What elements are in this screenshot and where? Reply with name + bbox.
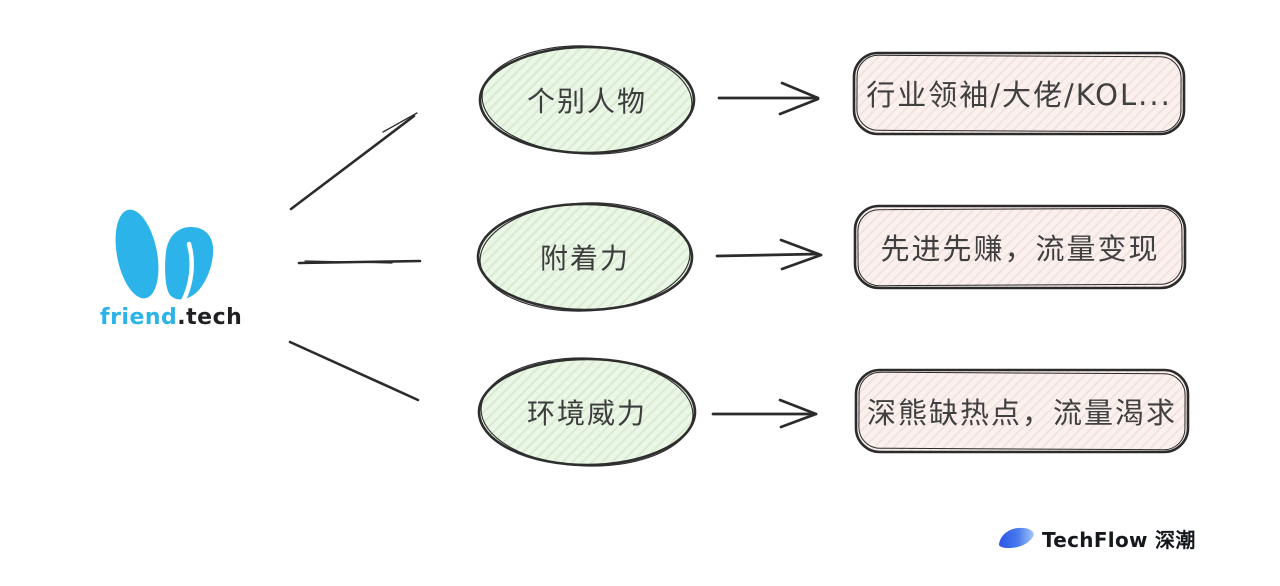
techflow-watermark: TechFlow 深潮: [1042, 527, 1196, 552]
branch-line-2-sketch: [304, 260, 393, 264]
leaf-icon: [999, 527, 1034, 548]
node-ellipse-2: [476, 202, 694, 312]
branch-line-3: [288, 340, 420, 402]
node-ellipse-3: [477, 357, 697, 467]
friendtech-wordmark-secondary: .tech: [177, 305, 243, 330]
bunny-ears-icon: [115, 209, 214, 304]
arrow-1: [717, 81, 820, 116]
outcome-rect-1: [852, 51, 1186, 136]
arrows: [711, 81, 823, 429]
arrow-3: [711, 398, 818, 429]
outcome-rect-3: [854, 368, 1190, 454]
outcome-rect-2: [853, 204, 1187, 290]
branch-line-1-sketch: [382, 112, 418, 133]
arrow-2: [715, 238, 823, 271]
friendtech-wordmark-primary: friend: [100, 305, 178, 330]
friendtech-wordmark: friend.tech: [100, 305, 242, 330]
branch-lines: [288, 112, 422, 402]
branch-line-1: [289, 114, 416, 211]
node-ellipse-1: [478, 45, 696, 155]
